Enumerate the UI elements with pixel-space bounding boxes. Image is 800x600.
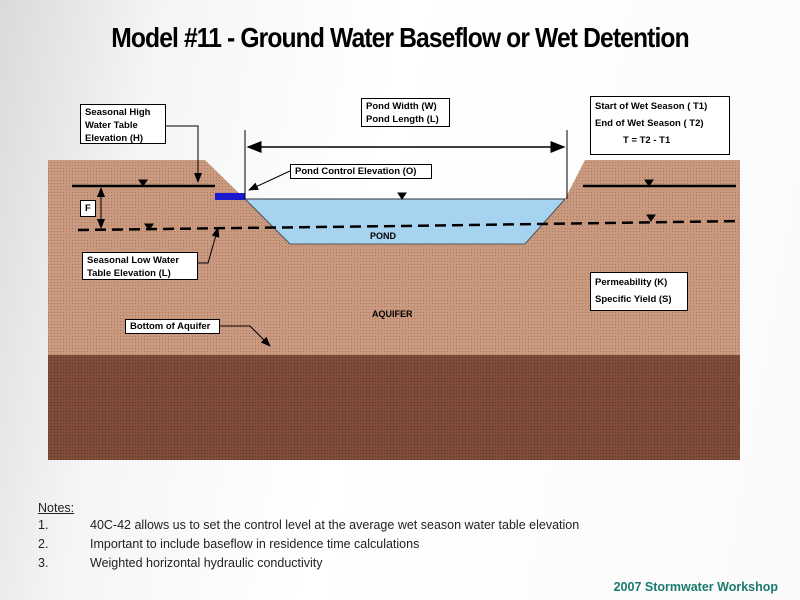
notes: Notes: 1. 40C-42 allows us to set the con… [38, 501, 579, 575]
control-structure [215, 193, 245, 200]
label-line: End of Wet Season ( T2) [595, 118, 704, 129]
aquifer-properties-label: Permeability (K) Specific Yield (S) [590, 272, 688, 311]
label-line: Specific Yield (S) [595, 294, 672, 305]
label-line: T = T2 - T1 [623, 135, 671, 146]
freeboard-label: F [80, 200, 96, 217]
pond-label: POND [370, 231, 397, 241]
footer-workshop: 2007 Stormwater Workshop [613, 580, 778, 594]
note-text: 40C-42 allows us to set the control leve… [90, 518, 580, 532]
label-line: Seasonal High [85, 107, 151, 118]
note-number: 1. [38, 518, 49, 532]
aquifer-base [48, 355, 740, 460]
notes-heading: Notes: [38, 501, 75, 515]
label-line: Pond Width (W) [366, 101, 437, 112]
pond-water [245, 199, 565, 244]
aquifer-soil [48, 160, 740, 355]
label-line: Start of Wet Season ( T1) [595, 101, 708, 112]
label-line: Water Table [85, 120, 138, 131]
slide-title: Model #11 - Ground Water Baseflow or Wet… [111, 22, 689, 53]
note-item: 2. Important to include baseflow in resid… [38, 537, 579, 556]
note-text: Important to include baseflow in residen… [90, 537, 420, 551]
note-number: 2. [38, 537, 49, 551]
seasonal-low-label: Seasonal Low Water Table Elevation (L) [82, 252, 198, 280]
low-water-line [77, 219, 741, 232]
label-line: Permeability (K) [595, 277, 668, 288]
label-line: Seasonal Low Water [87, 255, 180, 266]
note-number: 3. [38, 556, 49, 570]
label-line: Pond Length (L) [366, 114, 439, 125]
seasonal-high-label: Seasonal High Water Table Elevation (H) [80, 104, 166, 144]
note-item: 3. Weighted horizontal hydraulic conducti… [38, 556, 579, 575]
note-text: Weighted horizontal hydraulic conductivi… [90, 556, 323, 570]
water-level-icons [138, 179, 656, 231]
bottom-of-aquifer-label: Bottom of Aquifer [125, 319, 220, 334]
aquifer-label: AQUIFER [372, 309, 413, 319]
pond-control-label: Pond Control Elevation (O) [290, 164, 432, 179]
label-line: Elevation (H) [85, 133, 144, 144]
pond-dimensions-label: Pond Width (W) Pond Length (L) [361, 98, 450, 127]
wet-season-label: Start of Wet Season ( T1) End of Wet Sea… [590, 96, 730, 155]
note-item: 1. 40C-42 allows us to set the control le… [38, 518, 579, 537]
label-line: Table Elevation (L) [87, 268, 171, 279]
